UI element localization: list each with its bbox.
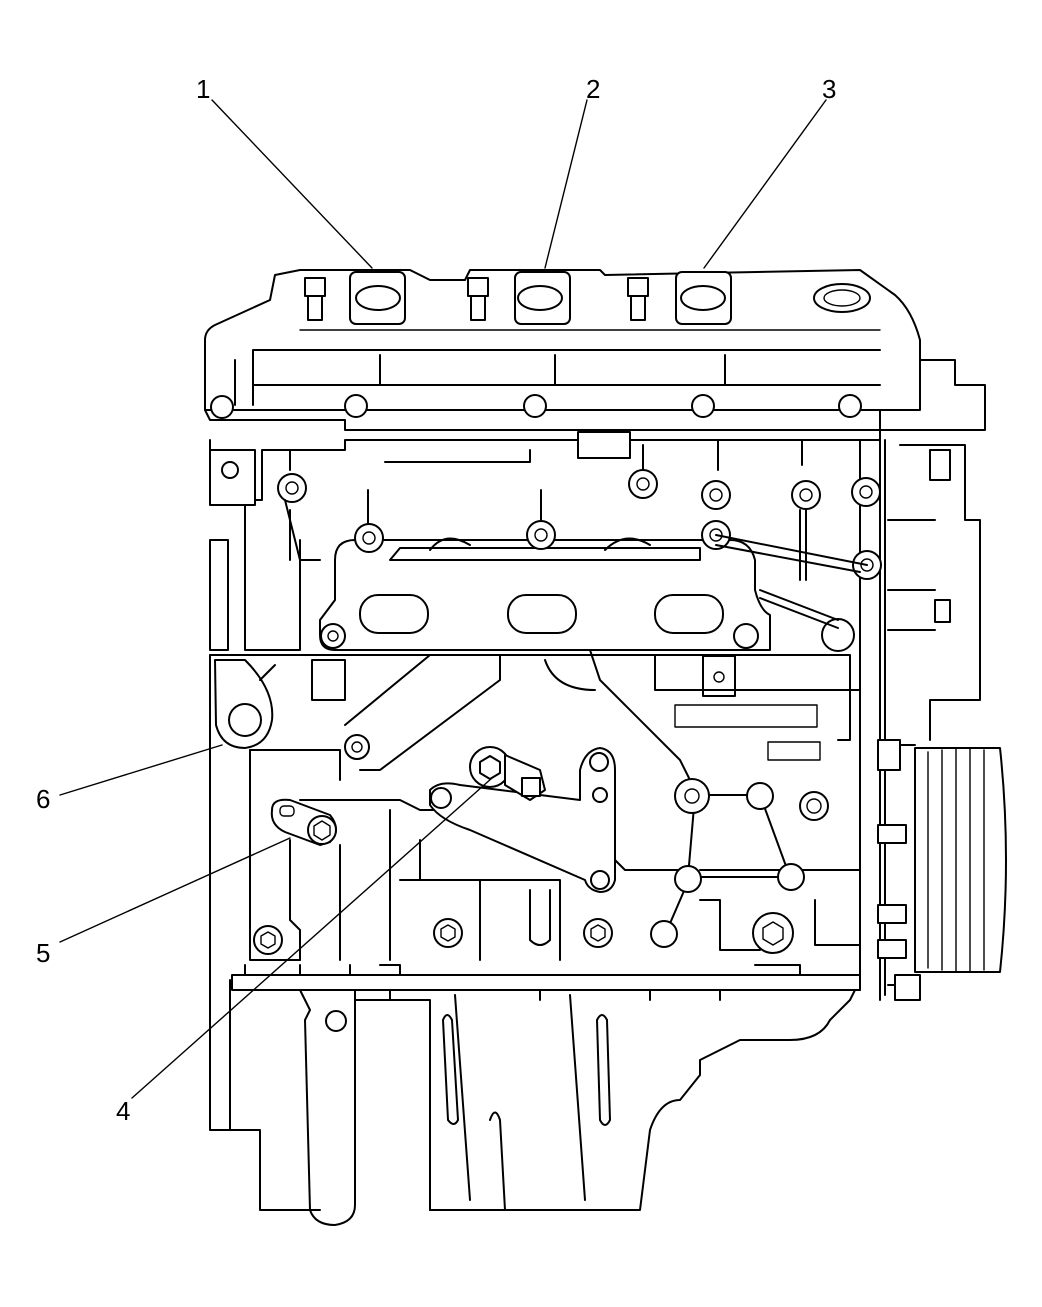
engine-block (209, 359, 1007, 1211)
cam-position-sensor (270, 798, 337, 846)
ignition-coil-2 (514, 271, 571, 325)
callout-5: 5 (36, 938, 50, 968)
lower-block (249, 746, 861, 961)
callout-6: 6 (36, 784, 50, 814)
callout-4: 4 (116, 1096, 130, 1126)
leader-line-3 (703, 99, 827, 269)
leader-line-4 (131, 777, 493, 1099)
cylinder-head-cover (204, 269, 921, 431)
callouts: 1 2 3 4 5 6 (36, 74, 836, 1126)
leader-line-5 (59, 837, 291, 943)
manifold-area (209, 431, 882, 781)
coil-bolts (304, 277, 649, 321)
crank-position-sensor (469, 746, 546, 801)
leader-line-6 (59, 744, 223, 796)
lower-bolts (253, 912, 794, 955)
head-bolts (210, 394, 862, 419)
left-bracket (214, 659, 276, 749)
leader-lines (59, 99, 827, 1099)
oil-filler-neck (813, 283, 871, 313)
callout-2: 2 (586, 74, 600, 104)
ignition-coil-3 (675, 271, 732, 325)
callout-3: 3 (822, 74, 836, 104)
oil-pan (299, 989, 856, 1226)
leader-line-2 (544, 99, 588, 269)
leader-line-1 (211, 99, 373, 269)
ignition-coil-1 (349, 271, 406, 325)
crank-sensor-bracket (429, 747, 616, 893)
crank-pulley (914, 747, 1007, 973)
callout-1: 1 (196, 74, 210, 104)
